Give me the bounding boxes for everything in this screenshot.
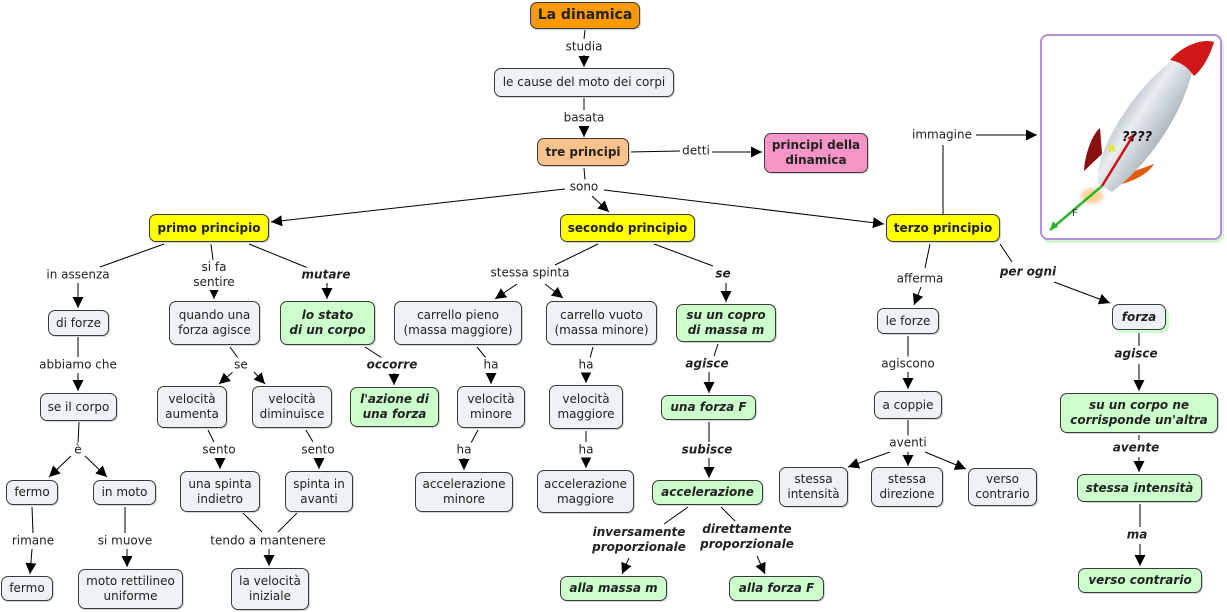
link-label-stessa-spinta: stessa spinta [488, 265, 572, 281]
concept-accelerazione[interactable]: accelerazione [652, 480, 763, 505]
concept-fermo-2[interactable]: fermo [1, 576, 53, 601]
concept-stessa-intensita[interactable]: stessa intensità [779, 467, 848, 507]
concept-una-forza-f[interactable]: una forza F [661, 395, 756, 420]
link-label-si-fa-sentire: si fa sentire [191, 260, 237, 290]
link-label-ha: ha [576, 442, 596, 458]
concept-velocita-minore[interactable]: velocità minore [457, 386, 525, 428]
concept-stessa-direzione[interactable]: stessa direzione [871, 467, 943, 507]
link-label-sento: sento [200, 442, 238, 458]
concept-le-forze[interactable]: le forze [877, 308, 939, 334]
link-label-e: è [72, 442, 84, 458]
link-label-sono: sono [567, 179, 601, 195]
link-label-ha: ha [576, 357, 596, 373]
concept-verso-contrario[interactable]: verso contrario [968, 468, 1037, 506]
concept-su-un-corpo-ne-corrisponde[interactable]: su un corpo ne corrisponde un'altra [1060, 393, 1218, 433]
concept-su-un-copro-di-massa-m[interactable]: su un copro di massa m [676, 304, 776, 342]
concept-se-il-corpo[interactable]: se il corpo [40, 393, 117, 421]
concept-a-coppie[interactable]: a coppie [874, 391, 942, 419]
concept-la-velocita-iniziale[interactable]: la velocità iniziale [231, 568, 309, 610]
link-label-basata: basata [561, 110, 607, 126]
link-label-immagine: immagine [909, 127, 975, 143]
rocket-question-label: ???? [1122, 130, 1153, 145]
link-label-ha: ha [454, 442, 474, 458]
link-label-ma: ma [1124, 527, 1150, 543]
link-label-mutare: mutare [299, 267, 353, 283]
link-label-avente: avente [1110, 440, 1162, 456]
concept-cause-moto[interactable]: le cause del moto dei corpi [494, 68, 674, 97]
link-label-se: se [713, 266, 733, 282]
link-label-afferma: afferma [894, 271, 946, 287]
rocket-f-label: F [1072, 208, 1078, 219]
link-label-in-assenza: in assenza [44, 267, 112, 283]
link-label-detti: detti [680, 143, 712, 159]
concept-alla-massa-m[interactable]: alla massa m [560, 576, 667, 601]
link-label-rimane: rimane [9, 533, 57, 549]
link-label-sento: sento [299, 442, 337, 458]
link-label-inversamente-proporzionale: inversamente proporzionale [590, 525, 688, 555]
concept-spinta-in-avanti[interactable]: spinta in avanti [285, 471, 353, 512]
link-label-agiscono: agiscono [879, 356, 937, 372]
concept-fermo[interactable]: fermo [6, 480, 58, 505]
concept-quando-una-forza-agisce[interactable]: quando una forza agisce [169, 301, 260, 345]
concept-verso-contrario-2[interactable]: verso contrario [1078, 568, 1202, 593]
link-label-agisce: agisce [683, 356, 731, 372]
link-label-aventi: aventi [887, 435, 929, 451]
link-label-si-muove: si muove [95, 533, 155, 549]
concept-alla-forza-f[interactable]: alla forza F [729, 576, 824, 601]
rocket-r-label: R [1108, 144, 1116, 155]
concept-primo-principio[interactable]: primo principio [149, 214, 269, 242]
concept-velocita-diminuisce[interactable]: velocità diminuisce [252, 386, 332, 428]
concept-principi-della-dinamica[interactable]: principi della dinamica [764, 133, 868, 173]
link-label-subisce: subisce [679, 442, 735, 458]
concept-una-spinta-indietro[interactable]: una spinta indietro [180, 471, 260, 512]
concept-accelerazione-maggiore[interactable]: accelerazione maggiore [537, 470, 634, 513]
concept-tre-principi[interactable]: tre principi [537, 138, 629, 166]
concept-accelerazione-minore[interactable]: accelerazione minore [415, 472, 513, 512]
concept-lo-stato-di-un-corpo[interactable]: lo stato di un corpo [280, 301, 375, 345]
link-label-per-ogni: per ogni [997, 264, 1059, 280]
rocket-icon: ???? R F [1049, 40, 1214, 231]
rocket-image[interactable]: ???? R F [1040, 34, 1222, 240]
concept-secondo-principio[interactable]: secondo principio [560, 214, 695, 242]
link-label-occorre: occorre [364, 357, 420, 373]
concept-terzo-principio[interactable]: terzo principio [886, 214, 1000, 242]
concept-di-forze[interactable]: di forze [48, 310, 109, 336]
concept-carrello-vuoto[interactable]: carrello vuoto (massa minore) [546, 301, 657, 345]
concept-moto-rettilineo-uniforme[interactable]: moto rettilineo uniforme [78, 569, 183, 609]
concept-azione-di-una-forza[interactable]: l'azione di una forza [350, 387, 439, 427]
link-label-se: se [232, 357, 250, 373]
link-label-ha: ha [481, 357, 501, 373]
concept-forza[interactable]: forza [1112, 304, 1166, 330]
link-label-tendo-a-mantenere: tendo a mantenere [208, 533, 328, 549]
link-label-direttamente-proporzionale: direttamente proporzionale [698, 522, 796, 552]
concept-title[interactable]: La dinamica [530, 2, 640, 29]
concept-velocita-aumenta[interactable]: velocità aumenta [157, 386, 227, 428]
concept-stessa-intensita-2[interactable]: stessa intensità [1077, 474, 1202, 502]
concept-carrello-pieno[interactable]: carrello pieno (massa maggiore) [394, 301, 522, 345]
concept-velocita-maggiore[interactable]: velocità maggiore [549, 385, 623, 429]
link-label-agisce: agisce [1112, 346, 1160, 362]
link-label-abbiamo-che: abbiamo che [37, 357, 119, 373]
link-label-studia: studia [563, 39, 605, 55]
concept-in-moto[interactable]: in moto [93, 480, 156, 505]
